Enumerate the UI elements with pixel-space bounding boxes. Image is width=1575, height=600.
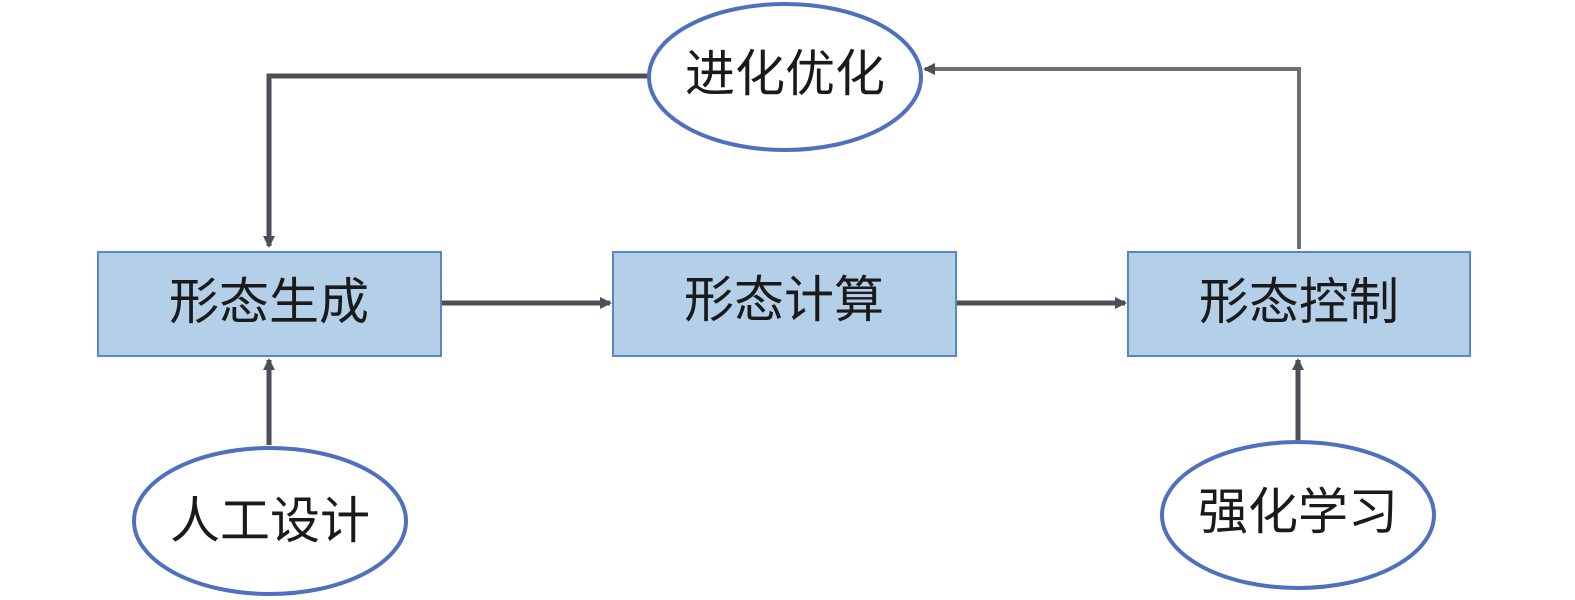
node-evolution-optimization: 进化优化 — [647, 2, 923, 152]
arrow-evolution-to-generation — [263, 73, 648, 248]
node-morph-computation: 形态计算 — [612, 251, 957, 357]
node-evolution-optimization-label: 进化优化 — [685, 45, 885, 103]
arrow-control-to-evolution — [923, 63, 1301, 249]
node-morph-generation-label: 形态生成 — [169, 273, 369, 331]
node-morph-computation-label: 形态计算 — [684, 271, 884, 329]
node-reinforcement-learning-label: 强化学习 — [1198, 483, 1398, 541]
node-morph-generation: 形态生成 — [97, 251, 442, 357]
node-morph-control-label: 形态控制 — [1199, 273, 1399, 331]
node-reinforcement-learning: 强化学习 — [1160, 440, 1436, 590]
node-morph-control: 形态控制 — [1127, 251, 1471, 357]
node-manual-design: 人工设计 — [132, 446, 408, 596]
node-manual-design-label: 人工设计 — [170, 492, 370, 550]
